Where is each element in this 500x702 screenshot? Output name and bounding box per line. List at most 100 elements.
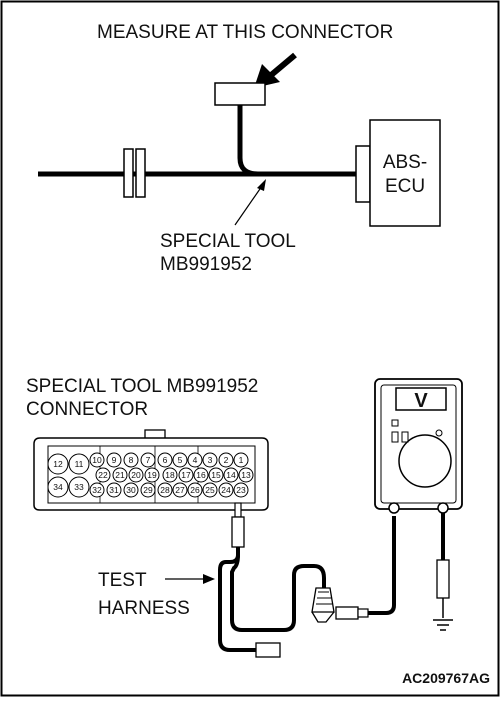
pin-label: 16 — [196, 470, 206, 480]
pin-label: 9 — [112, 455, 117, 465]
measure-arrow-icon — [254, 52, 297, 88]
ground-probe — [436, 559, 450, 599]
meter-probe-plug — [335, 606, 369, 620]
pin-label: 6 — [163, 455, 168, 465]
ground-icon — [433, 619, 453, 631]
meter-dial — [398, 434, 452, 488]
pin-19: 19 — [144, 467, 160, 483]
pin-14: 14 — [223, 467, 239, 483]
pin-29: 29 — [140, 482, 156, 498]
pin-22: 22 — [95, 467, 111, 483]
pin-3: 3 — [202, 452, 218, 468]
pin-label: 31 — [109, 485, 119, 495]
pin-label: 33 — [74, 482, 84, 492]
meter-jack-negative — [437, 502, 449, 514]
test-harness-label-line2: HARNESS — [98, 598, 190, 619]
pin-26: 26 — [187, 482, 203, 498]
pin-label: 32 — [92, 485, 102, 495]
pin-label: 21 — [115, 470, 125, 480]
pin-7: 7 — [140, 452, 156, 468]
special-tool-number: MB991952 — [160, 254, 252, 275]
pin-11: 11 — [68, 453, 90, 475]
meter-symbol: V — [414, 390, 428, 412]
pin-label: 28 — [160, 485, 170, 495]
pin-15: 15 — [208, 467, 224, 483]
pin-label: 13 — [241, 470, 251, 480]
pin-label: 7 — [146, 455, 151, 465]
pin-12: 12 — [47, 453, 69, 475]
pin-6: 6 — [157, 452, 173, 468]
pin-1: 1 — [233, 452, 249, 468]
inline-connector — [123, 148, 146, 198]
pin-21: 21 — [112, 467, 128, 483]
special-tool-leader — [234, 179, 266, 226]
pin-4: 4 — [187, 452, 203, 468]
ecu-connector — [355, 145, 371, 203]
pin-label: 30 — [126, 485, 136, 495]
pin-33: 33 — [68, 476, 90, 498]
red-test-lead — [368, 516, 396, 615]
ecu-label-line2: ECU — [385, 176, 425, 197]
pin-label: 27 — [175, 485, 185, 495]
pin-label: 34 — [53, 482, 63, 492]
pin-label: 2 — [224, 455, 229, 465]
abs-ecu-box — [369, 119, 441, 227]
pin-2: 2 — [218, 452, 234, 468]
pin-label: 11 — [75, 459, 84, 469]
meter-display — [395, 387, 447, 411]
pin-label: 19 — [147, 470, 157, 480]
pin-17: 17 — [178, 467, 194, 483]
pin-23: 23 — [233, 482, 249, 498]
pin-label: 1 — [239, 455, 244, 465]
connector-title-line2: CONNECTOR — [26, 399, 148, 420]
pin-label: 18 — [165, 470, 175, 480]
pin-30: 30 — [123, 482, 139, 498]
pin-25: 25 — [202, 482, 218, 498]
pin-label: 10 — [92, 455, 102, 465]
pin-label: 29 — [143, 485, 153, 495]
pin-28: 28 — [157, 482, 173, 498]
measure-label: MEASURE AT THIS CONNECTOR — [97, 22, 393, 43]
pin-9: 9 — [106, 452, 122, 468]
alligator-clip — [311, 587, 335, 623]
pin-label: 23 — [236, 485, 246, 495]
figure-code: AC209767AG — [402, 670, 490, 686]
pin-label: 12 — [53, 459, 63, 469]
pin-8: 8 — [123, 452, 139, 468]
pin-31: 31 — [106, 482, 122, 498]
pin-20: 20 — [128, 467, 144, 483]
pin-5: 5 — [172, 452, 188, 468]
pin-32: 32 — [89, 482, 105, 498]
pin-label: 8 — [129, 455, 134, 465]
pin-label: 17 — [181, 470, 191, 480]
pin-label: 24 — [221, 485, 231, 495]
test-harness-wire-b — [230, 547, 326, 632]
pin-label: 3 — [208, 455, 213, 465]
branch-wire — [237, 105, 259, 177]
pin-label: 5 — [178, 455, 183, 465]
pin-10: 10 — [89, 452, 105, 468]
test-harness-probe — [231, 502, 245, 548]
pin-18: 18 — [162, 467, 178, 483]
measure-connector — [214, 82, 266, 106]
meter-jack-positive — [388, 502, 400, 514]
pin-label: 20 — [131, 470, 141, 480]
pin-34: 34 — [47, 476, 69, 498]
pin-16: 16 — [193, 467, 209, 483]
pin-13: 13 — [238, 467, 254, 483]
harness-end-plug — [255, 642, 281, 658]
pin-label: 25 — [205, 485, 215, 495]
test-harness-label-line1: TEST — [98, 570, 147, 591]
pin-label: 26 — [190, 485, 200, 495]
pin-label: 22 — [98, 470, 108, 480]
pin-24: 24 — [218, 482, 234, 498]
pin-27: 27 — [172, 482, 188, 498]
special-tool-label: SPECIAL TOOL — [160, 231, 296, 252]
pin-label: 4 — [193, 455, 198, 465]
pin-label: 15 — [211, 470, 221, 480]
ecu-label-line1: ABS- — [383, 152, 427, 173]
